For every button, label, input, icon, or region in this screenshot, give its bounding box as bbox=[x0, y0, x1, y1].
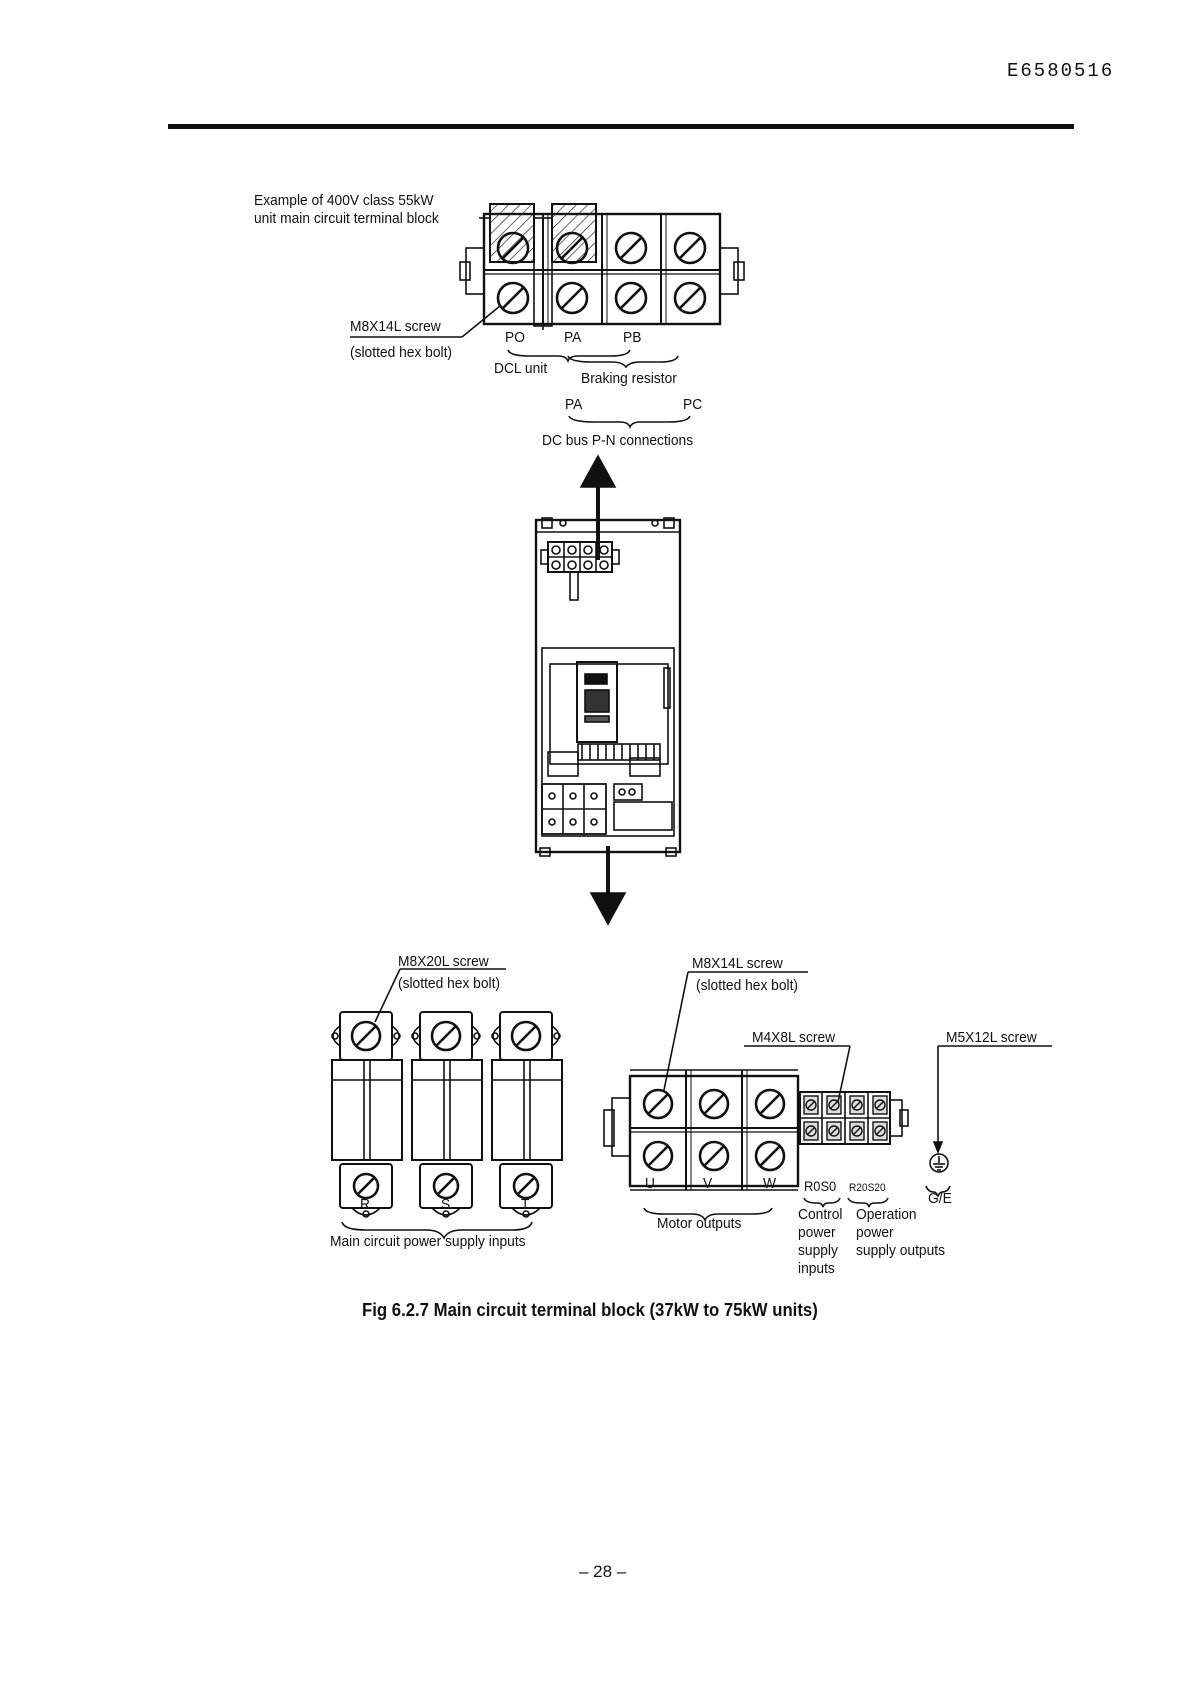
terminal-v-label: V bbox=[703, 1175, 713, 1192]
terminal-r20s20-label: R20S20 bbox=[849, 1182, 886, 1194]
dc-bus-label: DC bus P-N connections bbox=[542, 432, 694, 449]
uvw-terminals bbox=[603, 971, 1052, 1222]
top-terminal-block bbox=[350, 203, 745, 430]
top-block-title-line2: unit main circuit terminal block bbox=[254, 210, 439, 227]
m5-screw-label: M5X12L screw bbox=[946, 1029, 1037, 1046]
terminal-po-label: PO bbox=[505, 329, 525, 346]
control-line4: inputs bbox=[798, 1260, 835, 1277]
uvw-screw-sub: (slotted hex bolt) bbox=[696, 977, 799, 994]
up-arrow bbox=[579, 454, 617, 560]
rst-screw-sub: (slotted hex bolt) bbox=[398, 975, 501, 992]
inverter-unit bbox=[534, 517, 682, 857]
terminal-w-label: W bbox=[763, 1175, 777, 1192]
main-power-inputs-label: Main circuit power supply inputs bbox=[330, 1233, 526, 1250]
top-block-title-line1: Example of 400V class 55kW bbox=[254, 192, 434, 209]
terminal-u-label: U bbox=[645, 1175, 655, 1192]
terminal-r-label: R bbox=[360, 1196, 370, 1213]
control-line1: Control bbox=[798, 1206, 843, 1223]
header-rule bbox=[168, 124, 1074, 129]
down-arrow bbox=[589, 846, 627, 926]
figure-caption: Fig 6.2.7 Main circuit terminal block (3… bbox=[362, 1300, 818, 1320]
page-number: – 28 – bbox=[579, 1562, 627, 1581]
rst-terminals bbox=[331, 968, 563, 1240]
dc-pa-label: PA bbox=[565, 396, 583, 413]
terminal-s-label: S bbox=[441, 1196, 451, 1213]
terminal-pa-label: PA bbox=[564, 329, 582, 346]
terminal-ge-label: G/E bbox=[928, 1190, 952, 1207]
rst-screw-label: M8X20L screw bbox=[398, 953, 489, 970]
uvw-screw-label: M8X14L screw bbox=[692, 955, 783, 972]
dcl-unit-label: DCL unit bbox=[494, 360, 548, 377]
top-screw-sub: (slotted hex bolt) bbox=[350, 344, 453, 361]
terminal-r0s0-label: R0S0 bbox=[804, 1178, 837, 1194]
control-line2: power bbox=[798, 1224, 836, 1241]
document-code: E6580516 bbox=[1007, 60, 1115, 82]
braking-resistor-label: Braking resistor bbox=[581, 370, 677, 387]
m4-screw-label: M4X8L screw bbox=[752, 1029, 836, 1046]
operation-line1: Operation bbox=[856, 1206, 917, 1223]
operation-line2: power bbox=[856, 1224, 894, 1241]
terminal-pb-label: PB bbox=[623, 329, 642, 346]
dc-pc-label: PC bbox=[683, 396, 703, 413]
terminal-t-label: T bbox=[521, 1196, 530, 1213]
control-line3: supply bbox=[798, 1242, 838, 1259]
motor-outputs-label: Motor outputs bbox=[657, 1215, 742, 1232]
operation-line3: supply outputs bbox=[856, 1242, 945, 1259]
top-screw-label: M8X14L screw bbox=[350, 318, 441, 335]
